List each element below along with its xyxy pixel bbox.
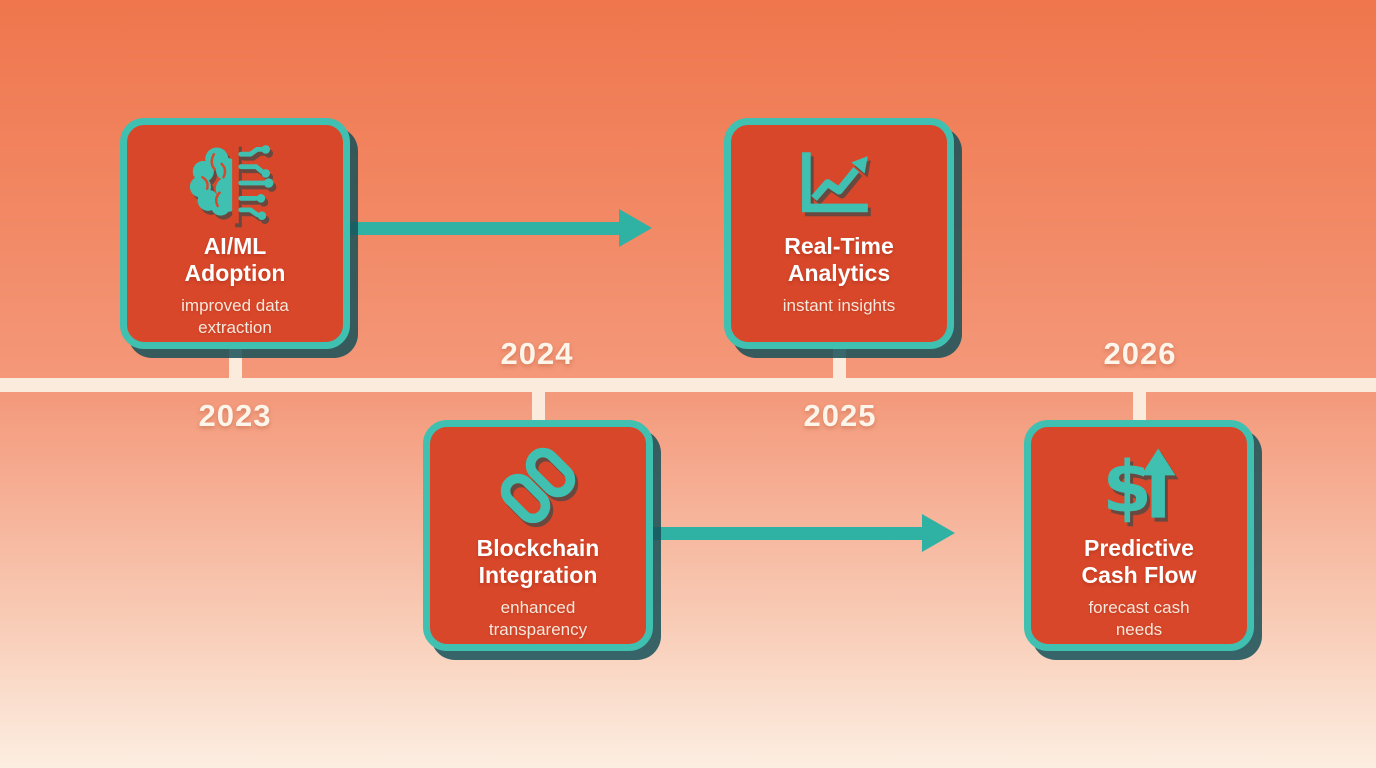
year-label-2025: 2025 [803,398,877,433]
milestone-subtitle: forecast cash needs [1088,598,1190,639]
dollar-up-arrow-icon: $ [1091,439,1187,531]
connector-2023 [229,348,242,378]
timeline-axis [0,378,1376,392]
milestone-title: Predictive Cash Flow [1081,535,1197,589]
arrow-head-icon [619,209,652,247]
year-label-2026: 2026 [1103,336,1177,371]
milestone-card-2024: Blockchain Integration enhanced transpar… [423,420,653,651]
connector-2025 [833,348,846,378]
arrow-shaft [653,526,922,540]
arrow-2023-to-2025 [350,209,652,247]
milestone-title: Real-Time Analytics [784,233,894,287]
milestone-card-2025: Real-Time Analytics instant insights [724,118,954,349]
year-label-2023: 2023 [198,398,272,433]
line-chart-arrow-icon [791,137,887,229]
milestone-subtitle: instant insights [782,296,896,316]
brain-circuit-icon [187,137,283,229]
arrow-shaft [350,221,619,235]
milestone-subtitle: improved data extraction [181,296,289,337]
milestone-title: Blockchain Integration [476,535,600,589]
svg-text:$: $ [1103,446,1152,526]
connector-2026 [1133,392,1146,422]
milestone-card-2023: AI/ML Adoption improved data extraction [120,118,350,349]
milestone-subtitle: enhanced transparency [488,598,588,639]
milestone-card-2026: $ Predictive Cash Flow forecast cash nee… [1024,420,1254,651]
year-label-2024: 2024 [500,336,574,371]
arrow-2024-to-2026 [653,514,955,552]
milestone-title: AI/ML Adoption [184,233,286,287]
arrow-head-icon [922,514,955,552]
chain-link-icon [490,439,586,531]
connector-2024 [532,392,545,422]
